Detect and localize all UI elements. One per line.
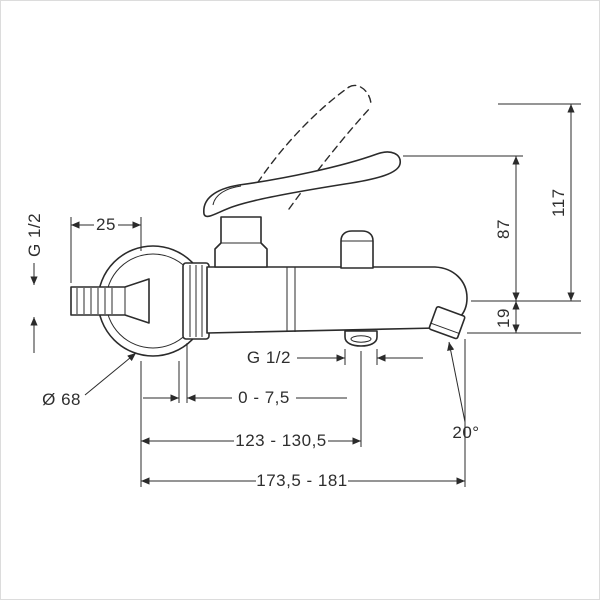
aerator	[428, 306, 466, 340]
dim-label-aerator-angle: 20°	[452, 423, 479, 442]
s-connector-thread	[70, 278, 150, 324]
mixer-body	[206, 266, 468, 334]
lever-handle	[203, 151, 401, 218]
dim-label-adjustment-range: 0 - 7,5	[238, 388, 290, 407]
extension-lines	[70, 103, 581, 487]
dim-label-wall-to-spout: 173,5 - 181	[256, 471, 348, 490]
dim-label-wall-to-outlet: 123 - 130,5	[235, 431, 327, 450]
diverter-knob	[340, 230, 374, 269]
cartridge-cone	[214, 216, 268, 268]
dim-label-escutcheon-diameter: Ø 68	[42, 390, 81, 409]
dim-label-wall-thread: G 1/2	[25, 213, 44, 257]
dim-label-spout-drop: 19	[494, 308, 513, 328]
union-nut	[182, 262, 210, 340]
lever-raised-dashed-outline	[250, 84, 372, 210]
dimension-lines	[30, 104, 575, 485]
dim-label-outlet-thread: G 1/2	[247, 348, 291, 367]
dim-label-lever-height: 87	[494, 219, 513, 239]
dim-label-projection: 25	[96, 215, 116, 234]
dim-label-total-height: 117	[549, 188, 568, 217]
bottom-outlet	[344, 330, 378, 347]
thread-hatching	[76, 287, 126, 315]
